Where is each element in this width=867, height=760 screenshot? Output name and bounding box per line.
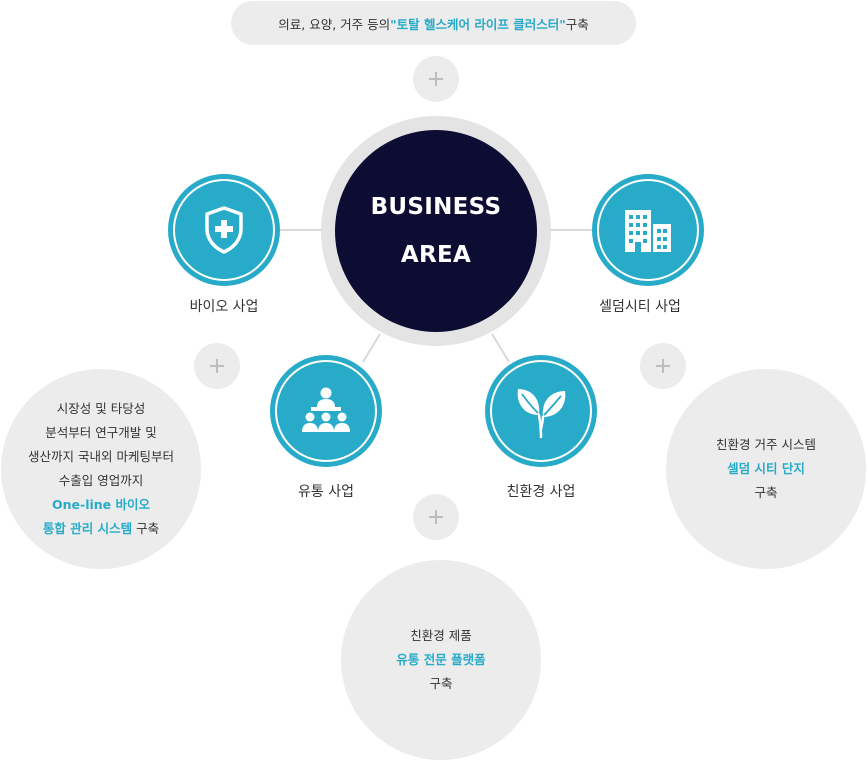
node-distribution-label: 유통 사업 [298,484,354,500]
leaves-icon [517,389,566,439]
core-title-line1: BUSINESS [370,194,502,220]
node-eco-ring [490,360,592,462]
top-summary-tail: 구축 [565,16,589,32]
connector-eco [491,333,510,363]
node-celldom-ring [597,179,699,281]
node-eco[interactable] [485,355,597,467]
bubble-left-line6: 통합 관리 시스템 구축 [43,517,159,541]
node-bio-ring [173,179,275,281]
audience-presenter-icon [302,387,350,432]
bubble-bio-description: 시장성 및 타당성 분석부터 연구개발 및 생산까지 국내외 마케팅부터 수출입… [1,369,201,569]
bubble-right-highlight: 셀덤 시티 단지 [727,461,805,476]
connector-distribution [362,333,381,363]
node-celldom[interactable] [592,174,704,286]
bubble-bottom-highlight: 유통 전문 플랫폼 [396,652,486,667]
plus-icon-top [413,56,459,102]
bubble-bottom-line1: 친환경 제품 [410,628,472,643]
core-title-line2: AREA [400,242,472,268]
node-bio-label: 바이오 사업 [189,299,259,315]
bubble-eco-description: 친환경 제품 유통 전문 플랫폼 구축 [341,560,541,760]
bubble-left-tail: 구축 [132,521,160,536]
node-celldom-label: 셀덤시티 사업 [599,299,681,315]
bubble-left-highlight1: One-line 바이오 [52,497,150,512]
bubble-left-line1: 시장성 및 타당성 [56,401,146,416]
bubble-left-line4: 수출입 영업까지 [58,473,144,488]
bubble-celldom-description: 친환경 거주 시스템 셀덤 시티 단지 구축 [666,369,866,569]
bubble-left-line2: 분석부터 연구개발 및 [45,425,157,440]
building-icon [625,210,671,252]
top-summary-text: 의료, 요양, 거주 등의 [278,16,391,32]
bubble-right-line1: 친환경 거주 시스템 [716,437,816,452]
plus-icon-right [640,343,686,389]
node-distribution[interactable] [270,355,382,467]
core-business-area: BUSINESS AREA [335,130,537,332]
bubble-right-line3: 구축 [754,485,778,500]
bubble-left-highlight2: 통합 관리 시스템 [42,521,133,536]
top-summary-highlight: "토탈 헬스케어 라이프 클러스터" [390,16,566,32]
node-bio[interactable] [168,174,280,286]
bubble-left-line3: 생산까지 국내외 마케팅부터 [28,449,174,464]
node-eco-label: 친환경 사업 [506,484,576,500]
node-distribution-ring [275,360,377,462]
plus-icon-left [194,343,240,389]
top-summary-pill: 의료, 요양, 거주 등의 "토탈 헬스케어 라이프 클러스터" 구축 [231,1,636,45]
bubble-bottom-line3: 구축 [429,676,453,691]
shield-plus-icon [205,206,243,254]
plus-icon-bottom [413,494,459,540]
